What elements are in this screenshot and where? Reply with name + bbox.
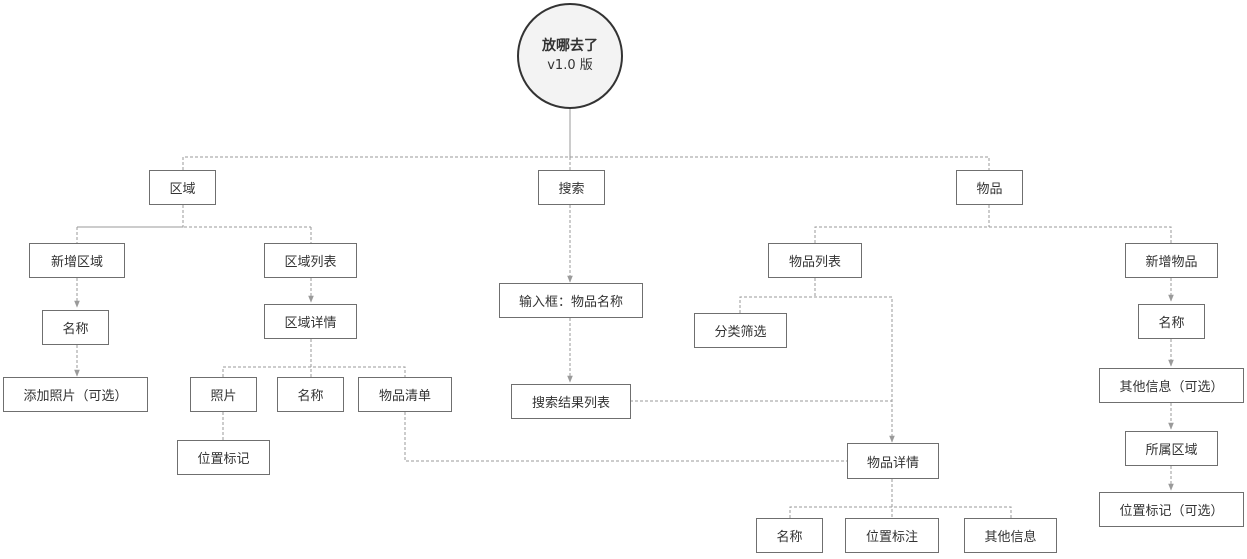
- node-area-detail: 区域详情: [264, 304, 357, 339]
- node-item: 物品: [956, 170, 1023, 205]
- node-area-photo-position: 位置标记: [177, 440, 270, 475]
- node-add-item-other: 其他信息（可选）: [1099, 368, 1244, 403]
- node-add-area-photo: 添加照片（可选）: [3, 377, 148, 412]
- node-area-name: 名称: [277, 377, 344, 412]
- node-detail-name: 名称: [756, 518, 823, 553]
- node-add-area-name: 名称: [42, 310, 109, 345]
- node-add-item: 新增物品: [1125, 243, 1218, 278]
- node-area-photo: 照片: [190, 377, 257, 412]
- root-title: 放哪去了: [542, 38, 598, 54]
- node-item-detail: 物品详情: [847, 443, 939, 479]
- node-add-item-area: 所属区域: [1125, 431, 1218, 466]
- root-node: 放哪去了 v1.0 版: [517, 3, 623, 109]
- node-search-results: 搜索结果列表: [511, 384, 631, 419]
- node-add-area: 新增区域: [29, 243, 125, 278]
- node-item-list: 物品列表: [768, 243, 862, 278]
- node-detail-other: 其他信息: [964, 518, 1057, 553]
- node-area-list: 区域列表: [264, 243, 357, 278]
- node-item-filter: 分类筛选: [694, 313, 787, 348]
- node-area: 区域: [149, 170, 216, 205]
- node-search: 搜索: [538, 170, 605, 205]
- node-search-input: 输入框：物品名称: [499, 283, 643, 318]
- node-area-items: 物品清单: [358, 377, 452, 412]
- node-detail-position: 位置标注: [845, 518, 939, 553]
- root-version: v1.0 版: [547, 58, 593, 73]
- link-area: [77, 205, 311, 228]
- node-add-item-name: 名称: [1138, 304, 1205, 339]
- link-level1: [182, 156, 990, 170]
- node-add-item-position: 位置标记（可选）: [1099, 492, 1244, 527]
